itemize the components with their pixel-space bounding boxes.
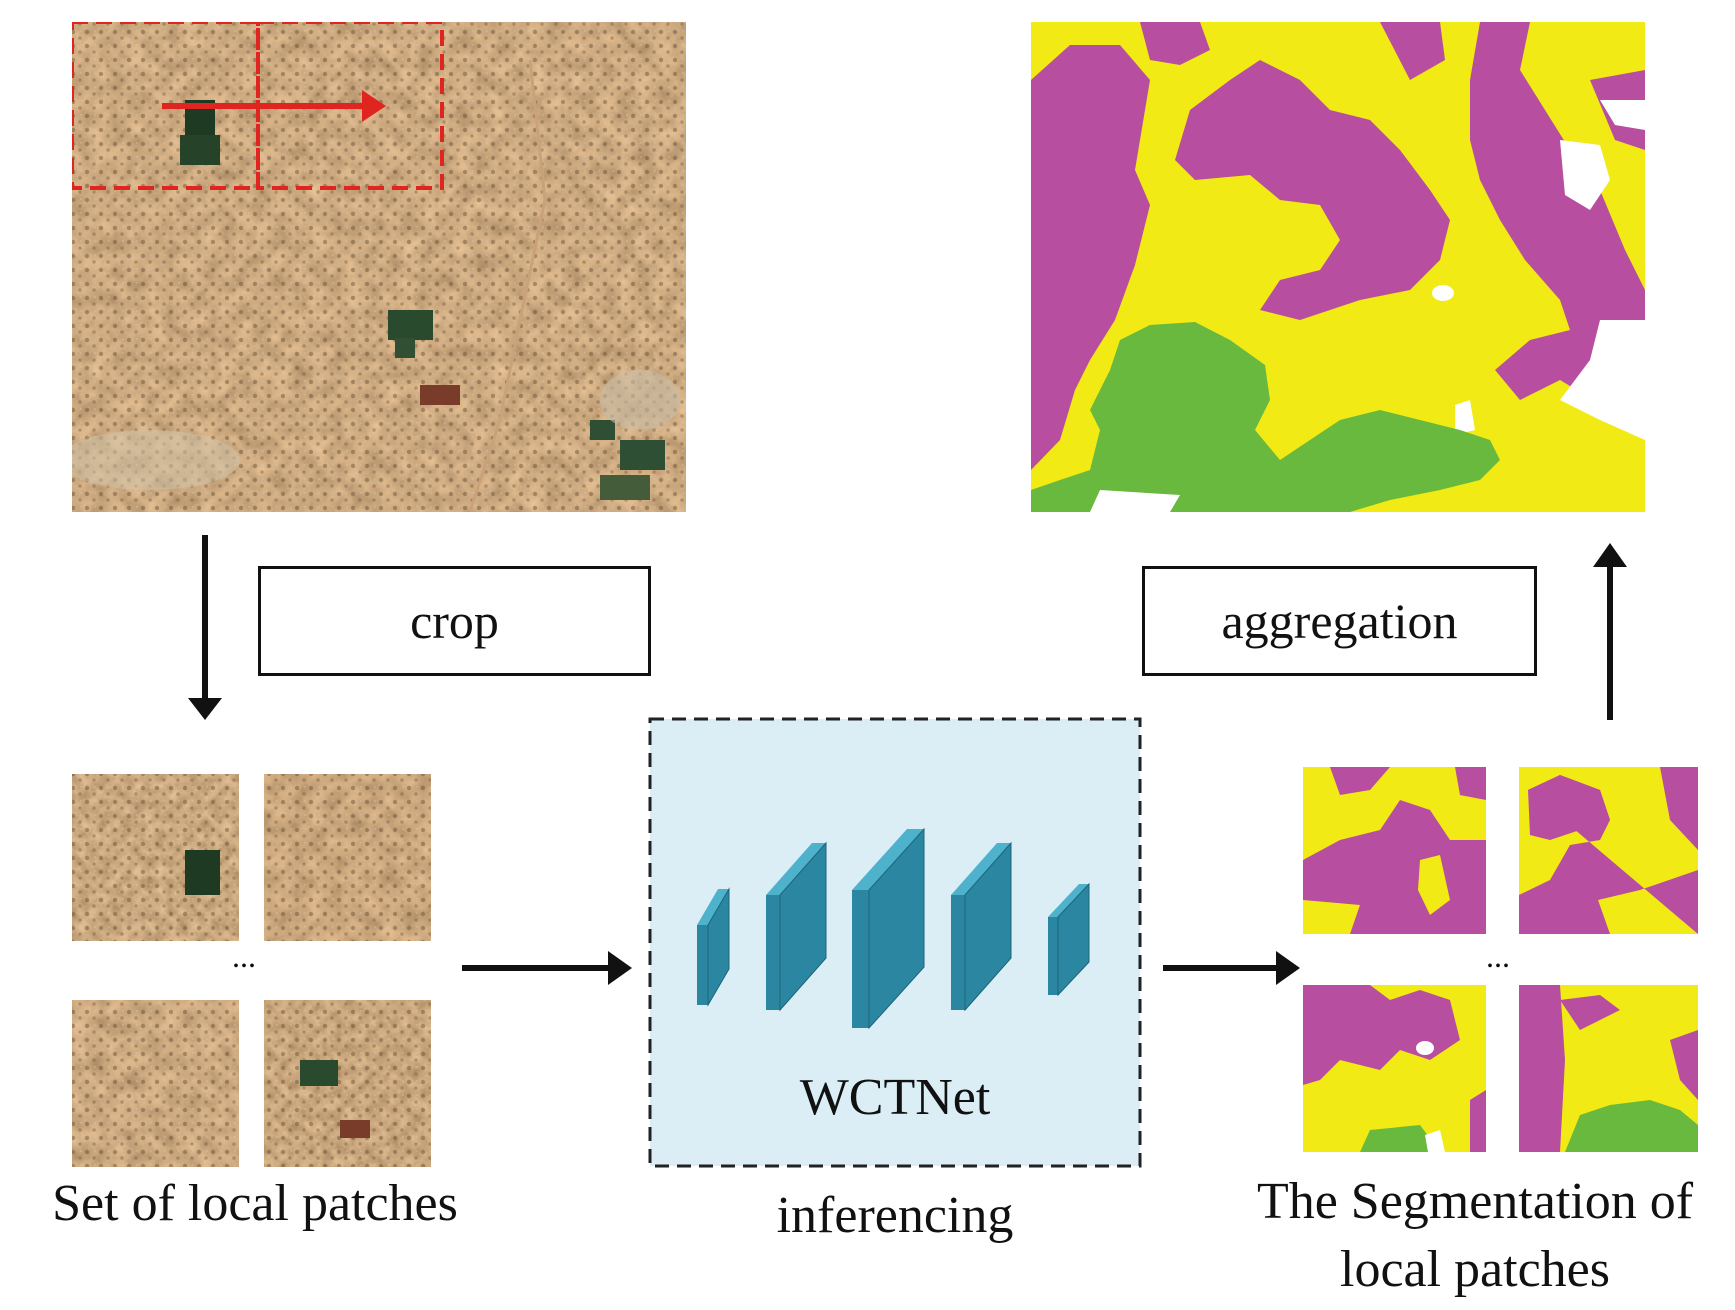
seg-patch-4 bbox=[1519, 985, 1698, 1152]
ellipsis-left: ... bbox=[232, 938, 256, 974]
patch-3 bbox=[72, 1000, 239, 1167]
seg-patch-1 bbox=[1303, 767, 1486, 934]
segmentation-caption-line1: The Segmentation of bbox=[1256, 1173, 1694, 1230]
segmentation-map bbox=[1031, 22, 1645, 512]
ellipsis-right: ... bbox=[1486, 938, 1510, 974]
segmented-patches bbox=[1303, 767, 1698, 1152]
patch-1 bbox=[72, 774, 239, 941]
arrow-to-segments-head bbox=[1276, 951, 1300, 985]
aggregation-label-box: aggregation bbox=[1142, 566, 1537, 676]
crop-label-box: crop bbox=[258, 566, 651, 676]
crop-label: crop bbox=[410, 593, 499, 649]
crop-window-shifted bbox=[256, 22, 444, 190]
seg-patch-2 bbox=[1519, 767, 1698, 934]
arrow-to-network-head bbox=[608, 951, 632, 985]
network-name: WCTNet bbox=[799, 1069, 991, 1126]
aggregation-label: aggregation bbox=[1221, 593, 1458, 649]
patches-caption: Set of local patches bbox=[52, 1175, 458, 1232]
inferencing-label: inferencing bbox=[776, 1187, 1014, 1244]
patch-2 bbox=[264, 774, 431, 941]
satellite-image bbox=[72, 22, 686, 512]
local-patches bbox=[72, 774, 431, 1167]
seg-patch-3 bbox=[1303, 985, 1486, 1152]
arrow-down-head bbox=[188, 698, 222, 720]
patch-4 bbox=[264, 1000, 431, 1167]
segmentation-caption-line2: local patches bbox=[1340, 1241, 1610, 1298]
network-blocks-icon bbox=[697, 827, 1090, 1030]
arrow-up-head bbox=[1593, 543, 1627, 567]
